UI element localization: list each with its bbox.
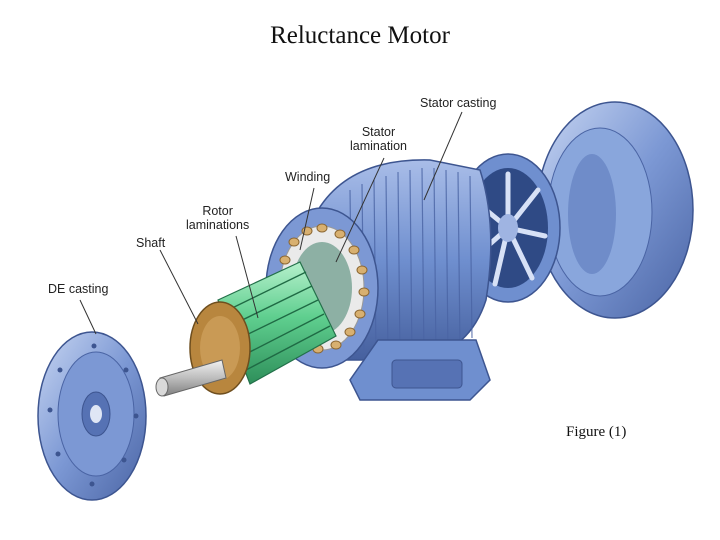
label-stator-lamination-line2: lamination	[350, 139, 407, 153]
label-rotor-laminations: Rotor laminations	[186, 204, 249, 232]
figure-caption: Figure (1)	[566, 424, 627, 440]
end-cap	[536, 101, 694, 319]
leader-lines	[79, 111, 463, 335]
shaft	[155, 359, 227, 397]
label-de-casting: DE casting	[48, 282, 109, 296]
label-stator-lamination: Stator lamination	[350, 125, 407, 153]
label-stator-lamination-line1: Stator	[361, 125, 396, 139]
de-casting-part	[37, 331, 147, 501]
label-winding: Winding	[285, 170, 331, 184]
label-rotor-laminations-line2: laminations	[186, 218, 250, 232]
label-rotor-laminations-line1: Rotor	[202, 204, 233, 218]
label-shaft: Shaft	[136, 236, 166, 250]
label-stator-casting: Stator casting	[420, 96, 497, 110]
page-title: Reluctance Motor	[270, 22, 450, 49]
